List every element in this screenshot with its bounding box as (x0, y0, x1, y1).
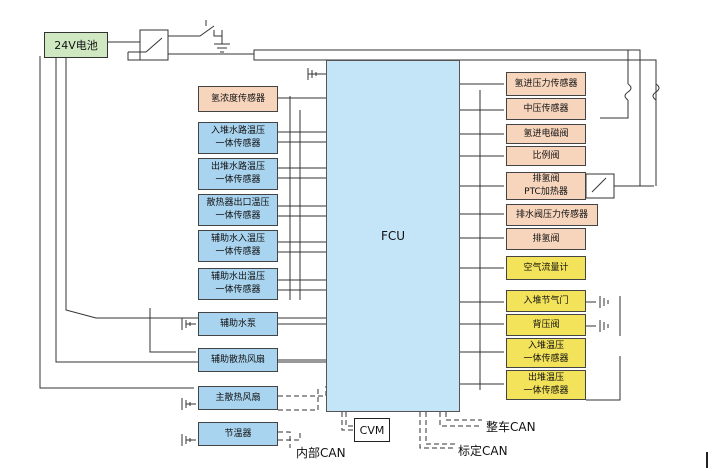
valve-h2-purge-ptc-heater: 排氢阀 PTC加热器 (506, 172, 586, 200)
sensor-aux-water-in: 辅助水入温压 一体传感器 (198, 230, 278, 262)
fcu-controller: FCU (326, 60, 460, 412)
battery-label: 24V电池 (54, 38, 98, 52)
actuator-thermostat: 节温器 (198, 422, 278, 446)
can-line-1 (278, 386, 327, 397)
battery-left-supply (65, 56, 326, 319)
sensor-h2-concentration: 氢浓度传感器 (198, 86, 278, 112)
label-internal-can: 内部CAN (296, 446, 346, 460)
valve-h2-purge: 排氢阀 (506, 228, 586, 250)
sensor-stack-outlet-water: 出堆水路温压 一体传感器 (198, 158, 278, 190)
actuator-aux-pump: 辅助水泵 (198, 312, 278, 336)
sensor-aux-water-out: 辅助水出温压 一体传感器 (198, 268, 278, 300)
actuator-aux-fan: 辅助散热风扇 (198, 348, 278, 372)
vehicle-can-line (439, 412, 482, 427)
label-calibration-can: 标定CAN (458, 444, 508, 458)
relay (139, 29, 169, 61)
sensor-stack-inlet: 入堆温压 一体传感器 (506, 338, 586, 368)
cvm-label: CVM (359, 423, 385, 437)
page-edge-marker (706, 452, 708, 468)
sensor-mid-pressure: 中压传感器 (506, 98, 586, 120)
sensor-stack-inlet-water: 入堆水路温压 一体传感器 (198, 122, 278, 154)
sensor-stack-outlet: 出堆温压 一体传感器 (506, 370, 586, 400)
fcu-label: FCU (380, 228, 406, 243)
sensor-drain-valve-pressure: 排水阀压力传感器 (506, 204, 598, 226)
sensor-h2-inlet-pressure: 氢进压力传感器 (506, 72, 586, 96)
main-switch (168, 25, 215, 37)
cvm-module: CVM (354, 418, 390, 442)
sensor-radiator-outlet: 散热器出口温压 一体传感器 (198, 194, 278, 226)
label-vehicle-can: 整车CAN (486, 420, 536, 434)
battery-24v: 24V电池 (44, 32, 108, 58)
valve-back-pressure: 背压阀 (506, 314, 586, 336)
valve-h2-solenoid: 氢进电磁阀 (506, 124, 586, 144)
right-coil-2 (652, 83, 660, 101)
valve-proportional: 比例阀 (506, 146, 586, 166)
valve-stack-throttle: 入堆节气门 (506, 290, 586, 312)
sensor-air-flow: 空气流量计 (506, 256, 586, 280)
right-coil-1 (624, 83, 632, 101)
actuator-main-fan: 主散热风扇 (198, 386, 278, 410)
calibration-can-line (419, 412, 456, 449)
internal-can-line (278, 431, 291, 448)
